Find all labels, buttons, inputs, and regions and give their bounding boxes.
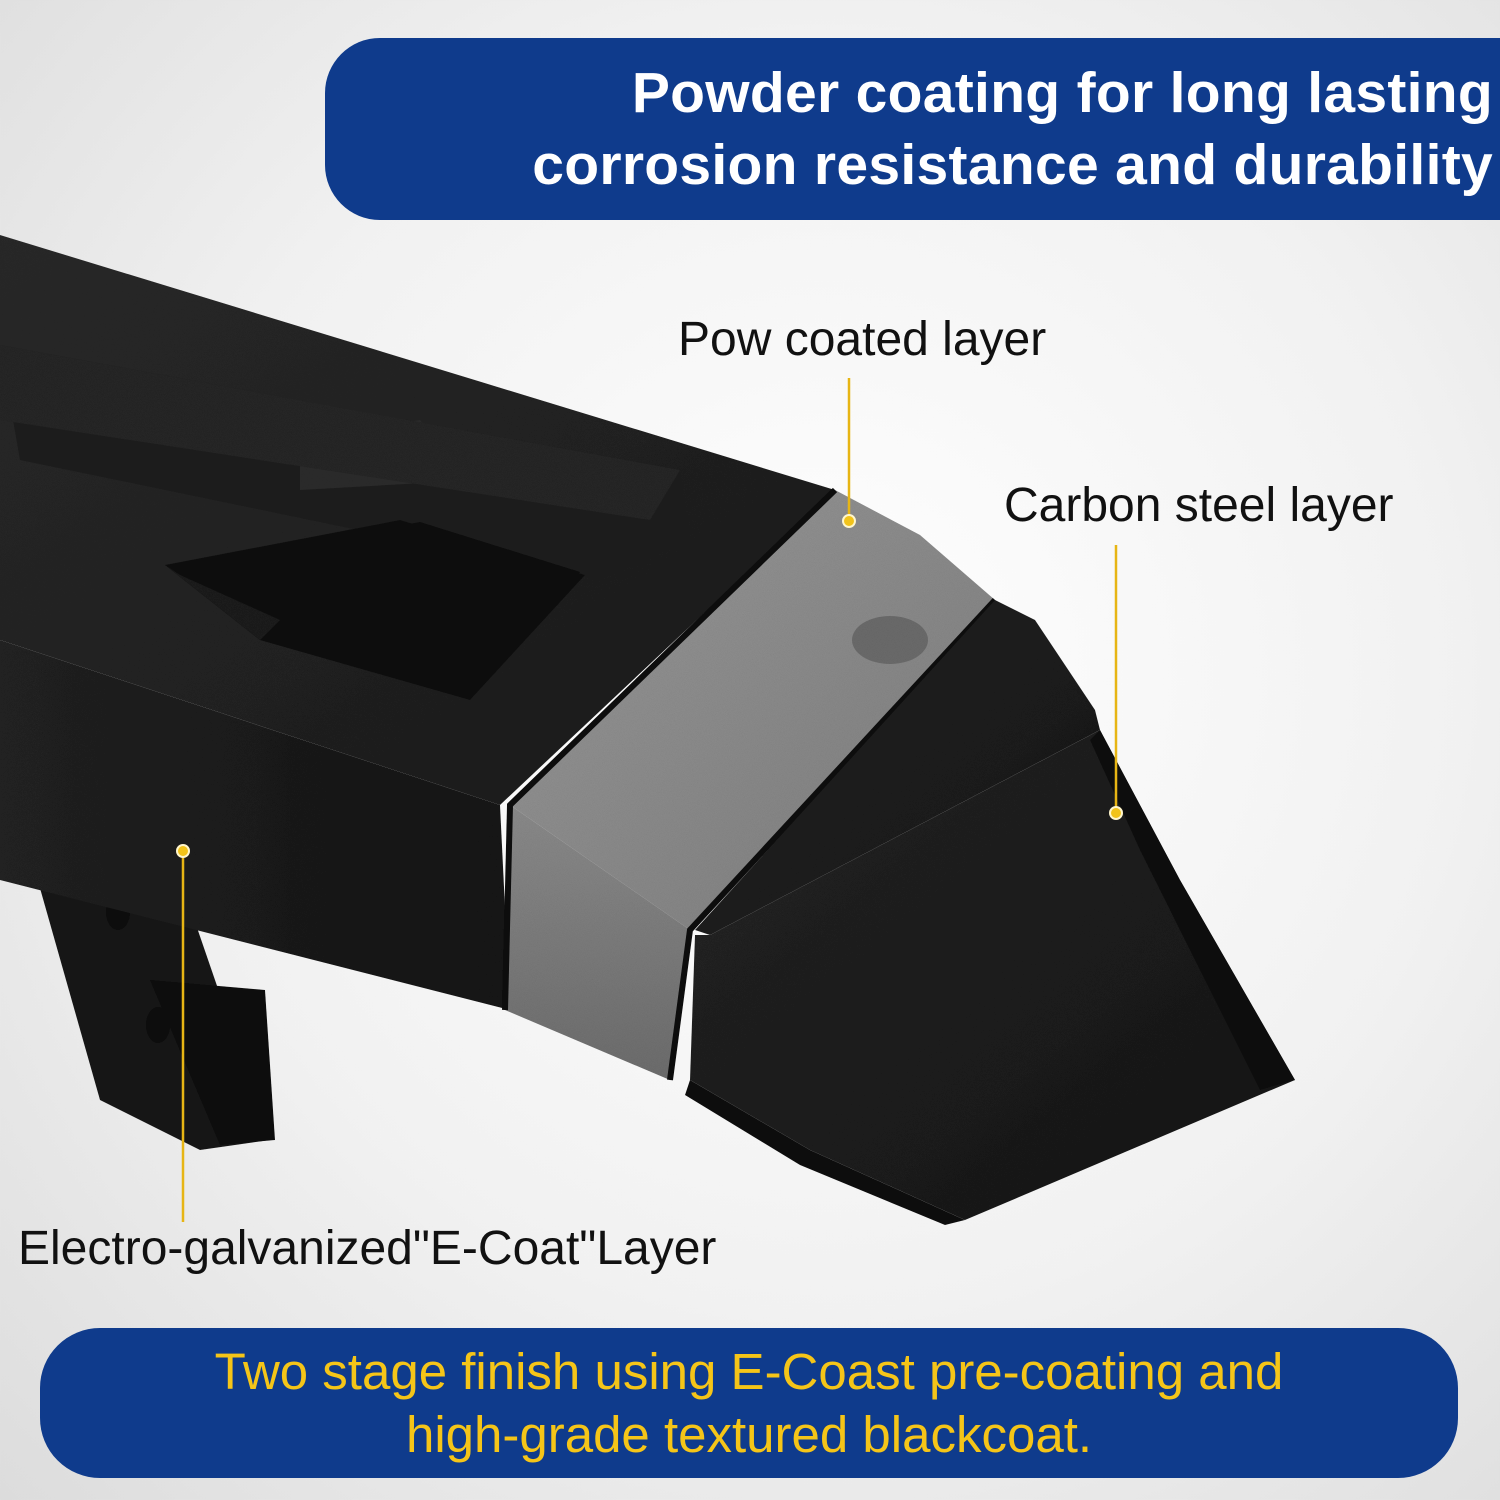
steel-bar-side-face <box>0 640 510 1010</box>
footer-line-2: high-grade textured blackcoat. <box>405 1406 1093 1463</box>
header-line-1: Powder coating for long lasting <box>631 61 1493 125</box>
callout-powder-coated-pointer <box>842 378 856 528</box>
header-line-2: corrosion resistance and durability <box>532 133 1493 197</box>
callout-label-e-coat: Electro-galvanized"E-Coat"Layer <box>18 1222 717 1275</box>
footer-banner: Two stage finish using E-Coast pre-coati… <box>40 1328 1458 1478</box>
carbon-steel-tip-top <box>695 600 1100 935</box>
callout-e-coat-pointer <box>176 844 190 1222</box>
callout-carbon-steel-pointer <box>1109 545 1123 820</box>
callout-label-carbon-steel: Carbon steel layer <box>1004 479 1394 532</box>
callout-label-powder-coated: Pow coated layer <box>678 313 1047 366</box>
powder-coated-band-top <box>510 490 995 930</box>
powder-coated-band-side <box>505 805 690 1080</box>
header-banner: Powder coating for long lasting corrosio… <box>325 38 1500 220</box>
footer-line-1: Two stage finish using E-Coast pre-coati… <box>214 1343 1284 1400</box>
